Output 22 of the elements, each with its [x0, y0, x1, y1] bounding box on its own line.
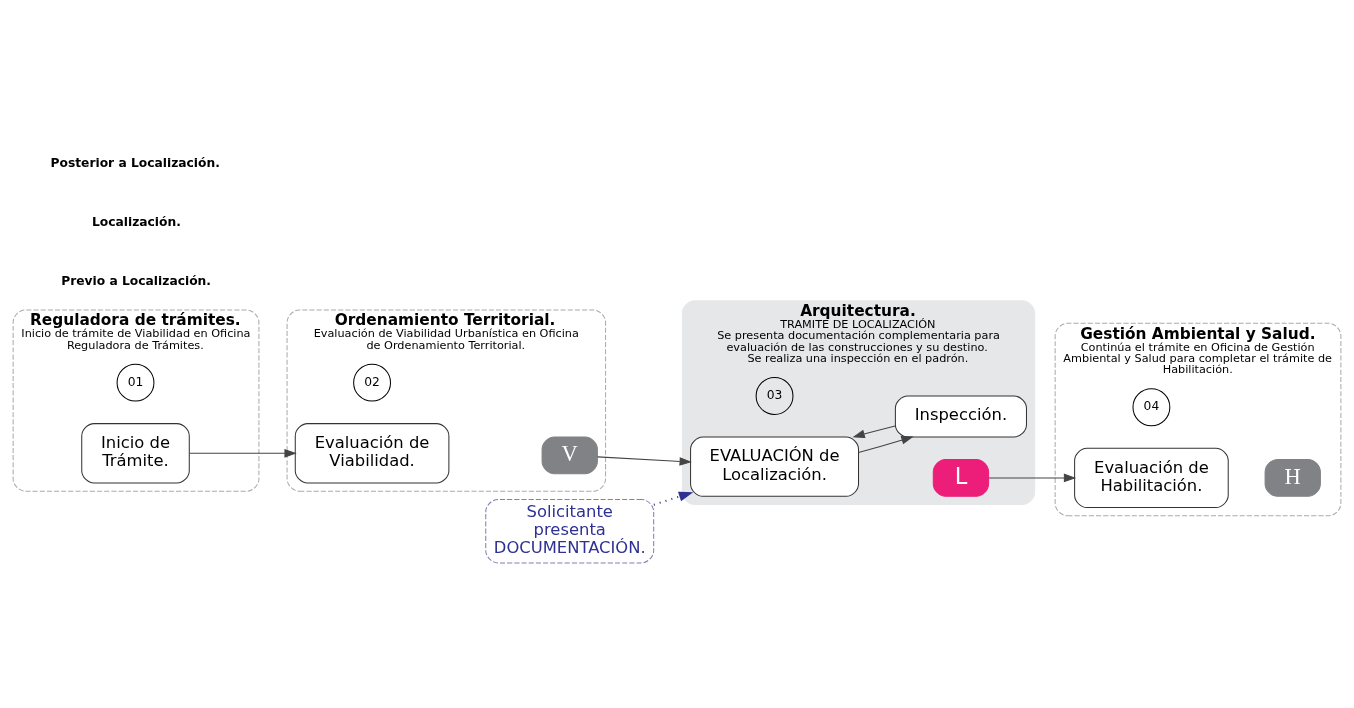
- node-circle: 04: [1132, 387, 1171, 426]
- node-circle: 01: [116, 363, 155, 402]
- node-circle: 02: [353, 363, 391, 402]
- arrow: [988, 473, 1077, 482]
- arrow: [653, 491, 694, 506]
- arrow: [852, 424, 896, 438]
- node-box: H: [1264, 458, 1321, 497]
- arrow: [597, 455, 692, 466]
- node-box: Inicio de Trámite.: [81, 422, 190, 484]
- node-box: EVALUACIÓN de Localización.: [690, 435, 860, 497]
- node-circle: 03: [755, 376, 794, 415]
- label: Localización.: [91, 214, 181, 229]
- node-box: Inspección.: [894, 394, 1027, 437]
- arrow: [188, 448, 297, 458]
- label: Previo a Localización.: [61, 273, 211, 288]
- arrow: [858, 435, 914, 453]
- node-box: Evaluación de Viabilidad.: [294, 422, 450, 484]
- label: Posterior a Localización.: [50, 155, 220, 170]
- node-box: L: [932, 458, 990, 497]
- node-box: Solicitante presenta DOCUMENTACIÓN.: [485, 498, 655, 563]
- node-box: V: [541, 435, 598, 474]
- node-box: Evaluación de Habilitación.: [1074, 447, 1229, 508]
